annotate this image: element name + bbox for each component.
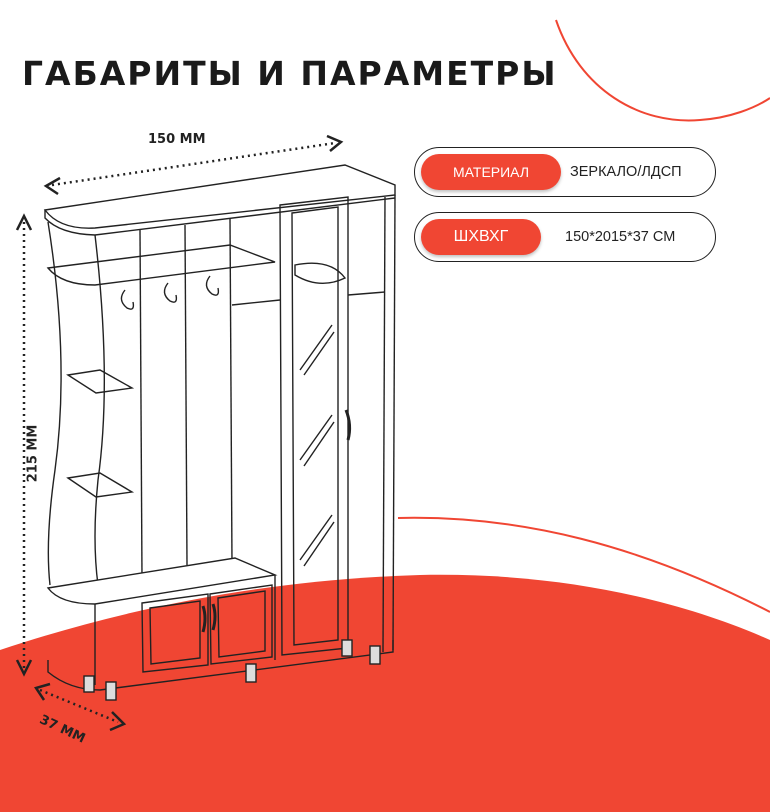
param-label-dimensions: ШХВХГ [421, 219, 541, 255]
height-dimension-label: 215 ММ [25, 424, 41, 483]
red-arc-middle [397, 516, 770, 613]
page-title: ГАБАРИТЫ И ПАРАМЕТРЫ [22, 54, 558, 93]
param-label-material: МАТЕРИАЛ [421, 154, 561, 190]
param-card-material: МАТЕРИАЛ ЗЕРКАЛО/ЛДСП [414, 147, 716, 197]
arrow-heads [15, 134, 344, 732]
width-dimension-label: 150 ММ [148, 132, 206, 147]
param-card-dimensions: ШХВХГ 150*2015*37 СМ [414, 212, 716, 262]
red-background-shape [0, 574, 770, 812]
red-arc-top-right [555, 19, 770, 122]
param-value-material: ЗЕРКАЛО/ЛДСП [570, 164, 682, 180]
dimension-arrows [22, 141, 336, 724]
wardrobe-illustration [43, 164, 396, 701]
param-value-dimensions: 150*2015*37 СМ [565, 229, 676, 245]
